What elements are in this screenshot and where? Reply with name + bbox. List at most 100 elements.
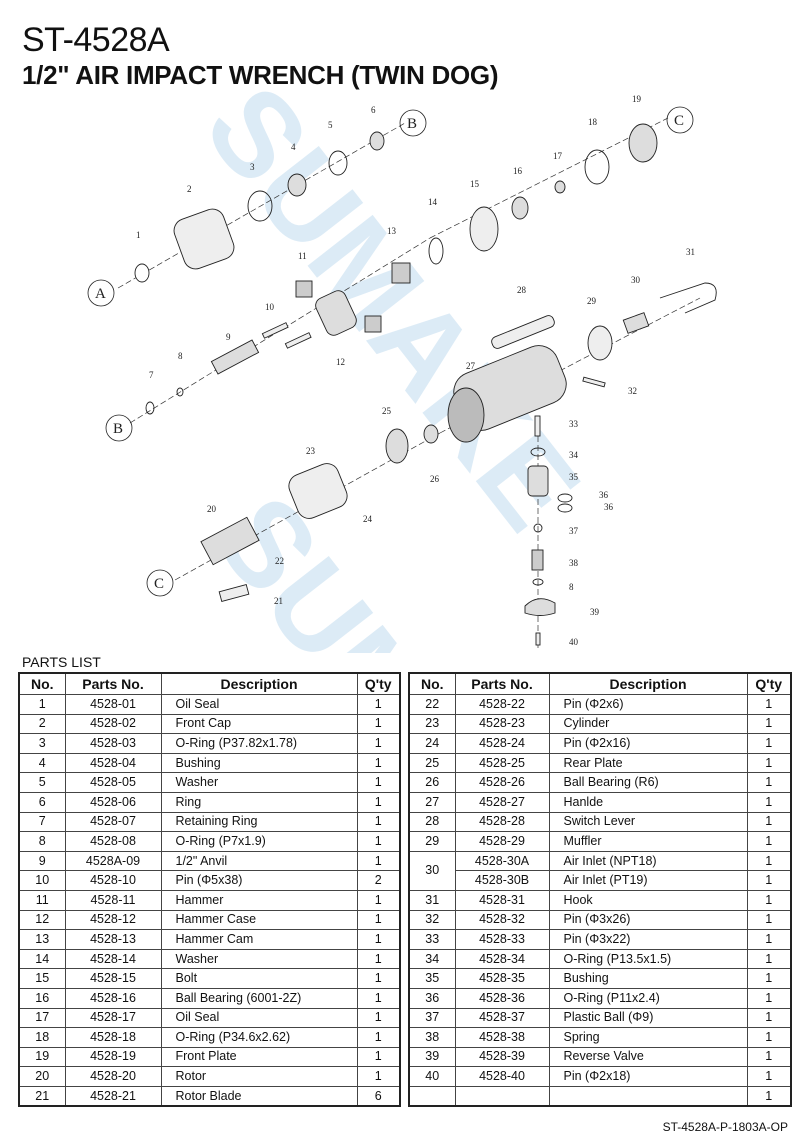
- cell-no: 27: [408, 791, 456, 813]
- cell-description: Rear Plate: [548, 752, 748, 774]
- callout-b-upper: B: [399, 109, 427, 137]
- col-header-description: Description: [548, 672, 748, 695]
- callout-c-lower-label: C: [154, 576, 164, 592]
- cell-parts-no: 4528-36: [454, 987, 550, 1009]
- cell-qty: 1: [746, 694, 792, 715]
- part-label-13: 13: [387, 226, 397, 236]
- cell-description: Hanlde: [548, 791, 748, 813]
- cell-parts-no: 4528-15: [64, 968, 162, 989]
- cell-no: 39: [408, 1046, 456, 1068]
- part-label-20: 20: [207, 504, 217, 514]
- cell-qty: 1: [746, 791, 792, 813]
- callout-c-lower: C: [146, 569, 174, 597]
- cell-description: Ball Bearing (6001-2Z): [160, 987, 358, 1009]
- cell-description: Cylinder: [548, 713, 748, 735]
- cell-parts-no: 4528-03: [64, 733, 162, 754]
- cell-description: O-Ring (P13.5x1.5): [548, 948, 748, 970]
- cell-qty: 1: [356, 1027, 401, 1048]
- cell-qty: 1: [746, 1046, 792, 1068]
- cell-no: 12: [18, 909, 66, 931]
- cell-parts-no: 4528-17: [64, 1007, 162, 1029]
- cell-no: 19: [18, 1046, 66, 1068]
- cell-qty: 1: [356, 850, 401, 872]
- cell-parts-no: 4528-14: [64, 948, 162, 970]
- part-label-27: 27: [466, 361, 476, 371]
- cell-description: Bolt: [160, 968, 358, 989]
- cell-description: Muffler: [548, 831, 748, 852]
- cell-qty: 1: [746, 889, 792, 911]
- part-label-26: 26: [430, 474, 440, 484]
- part-label-3: 3: [250, 162, 255, 172]
- cell-no: 6: [18, 791, 66, 813]
- cell-description: [548, 1085, 748, 1107]
- cell-description: Air Inlet (NPT18): [548, 850, 748, 872]
- cell-description: O-Ring (P11x2.4): [548, 987, 748, 1009]
- cell-no: 28: [408, 811, 456, 833]
- parts-drawings: [134, 123, 717, 646]
- cell-parts-no: 4528-25: [454, 752, 550, 774]
- cell-description: Pin (Φ2x18): [548, 1066, 748, 1087]
- col-header-parts-no: Parts No.: [64, 672, 162, 695]
- cell-no: 33: [408, 929, 456, 950]
- part-label-17: 17: [553, 151, 563, 161]
- callout-c-upper: C: [666, 106, 694, 134]
- exploded-view-diagram: SUMAKE SUMAKE A B B C C: [87, 88, 717, 653]
- part-label-8b: 8: [569, 582, 574, 592]
- cell-description: Front Plate: [160, 1046, 358, 1068]
- cell-no: 25: [408, 752, 456, 774]
- cell-no: 8: [18, 831, 66, 852]
- cell-description: Switch Lever: [548, 811, 748, 833]
- cell-no: 1: [18, 694, 66, 715]
- cell-no: 18: [18, 1027, 66, 1048]
- table-row: 1: [408, 1085, 792, 1107]
- part-label-11: 11: [298, 251, 307, 261]
- part-label-34: 34: [569, 450, 579, 460]
- cell-description: Pin (Φ3x26): [548, 909, 748, 931]
- cell-parts-no: 4528-21: [64, 1085, 162, 1107]
- part-label-18: 18: [588, 117, 598, 127]
- cell-qty: 1: [746, 968, 792, 989]
- cell-qty: 2: [356, 870, 401, 891]
- cell-parts-no: 4528-26: [454, 772, 550, 793]
- cell-parts-no: 4528-30B: [454, 870, 550, 891]
- cell-parts-no: 4528-32: [454, 909, 550, 931]
- parts-list-label: PARTS LIST: [22, 654, 101, 670]
- cell-description: Pin (Φ2x6): [548, 694, 748, 715]
- cell-no: 26: [408, 772, 456, 793]
- col-header-qty: Q'ty: [356, 672, 401, 695]
- cell-parts-no: 4528-27: [454, 791, 550, 813]
- cell-no: 17: [18, 1007, 66, 1029]
- part-label-32: 32: [628, 386, 637, 396]
- cell-parts-no: 4528-39: [454, 1046, 550, 1068]
- cell-parts-no: 4528-28: [454, 811, 550, 833]
- cell-qty: 1: [746, 987, 792, 1009]
- part-label-28: 28: [517, 285, 527, 295]
- cell-no: 2: [18, 713, 66, 735]
- part-label-33: 33: [569, 419, 579, 429]
- cell-qty: 1: [356, 909, 401, 931]
- cell-qty: 1: [356, 1046, 401, 1068]
- cell-no: 36: [408, 987, 456, 1009]
- cell-qty: 1: [356, 791, 401, 813]
- col-header-no: No.: [408, 672, 456, 695]
- part-label-35: 35: [569, 472, 579, 482]
- cell-parts-no: 4528-12: [64, 909, 162, 931]
- cell-description: Hook: [548, 889, 748, 911]
